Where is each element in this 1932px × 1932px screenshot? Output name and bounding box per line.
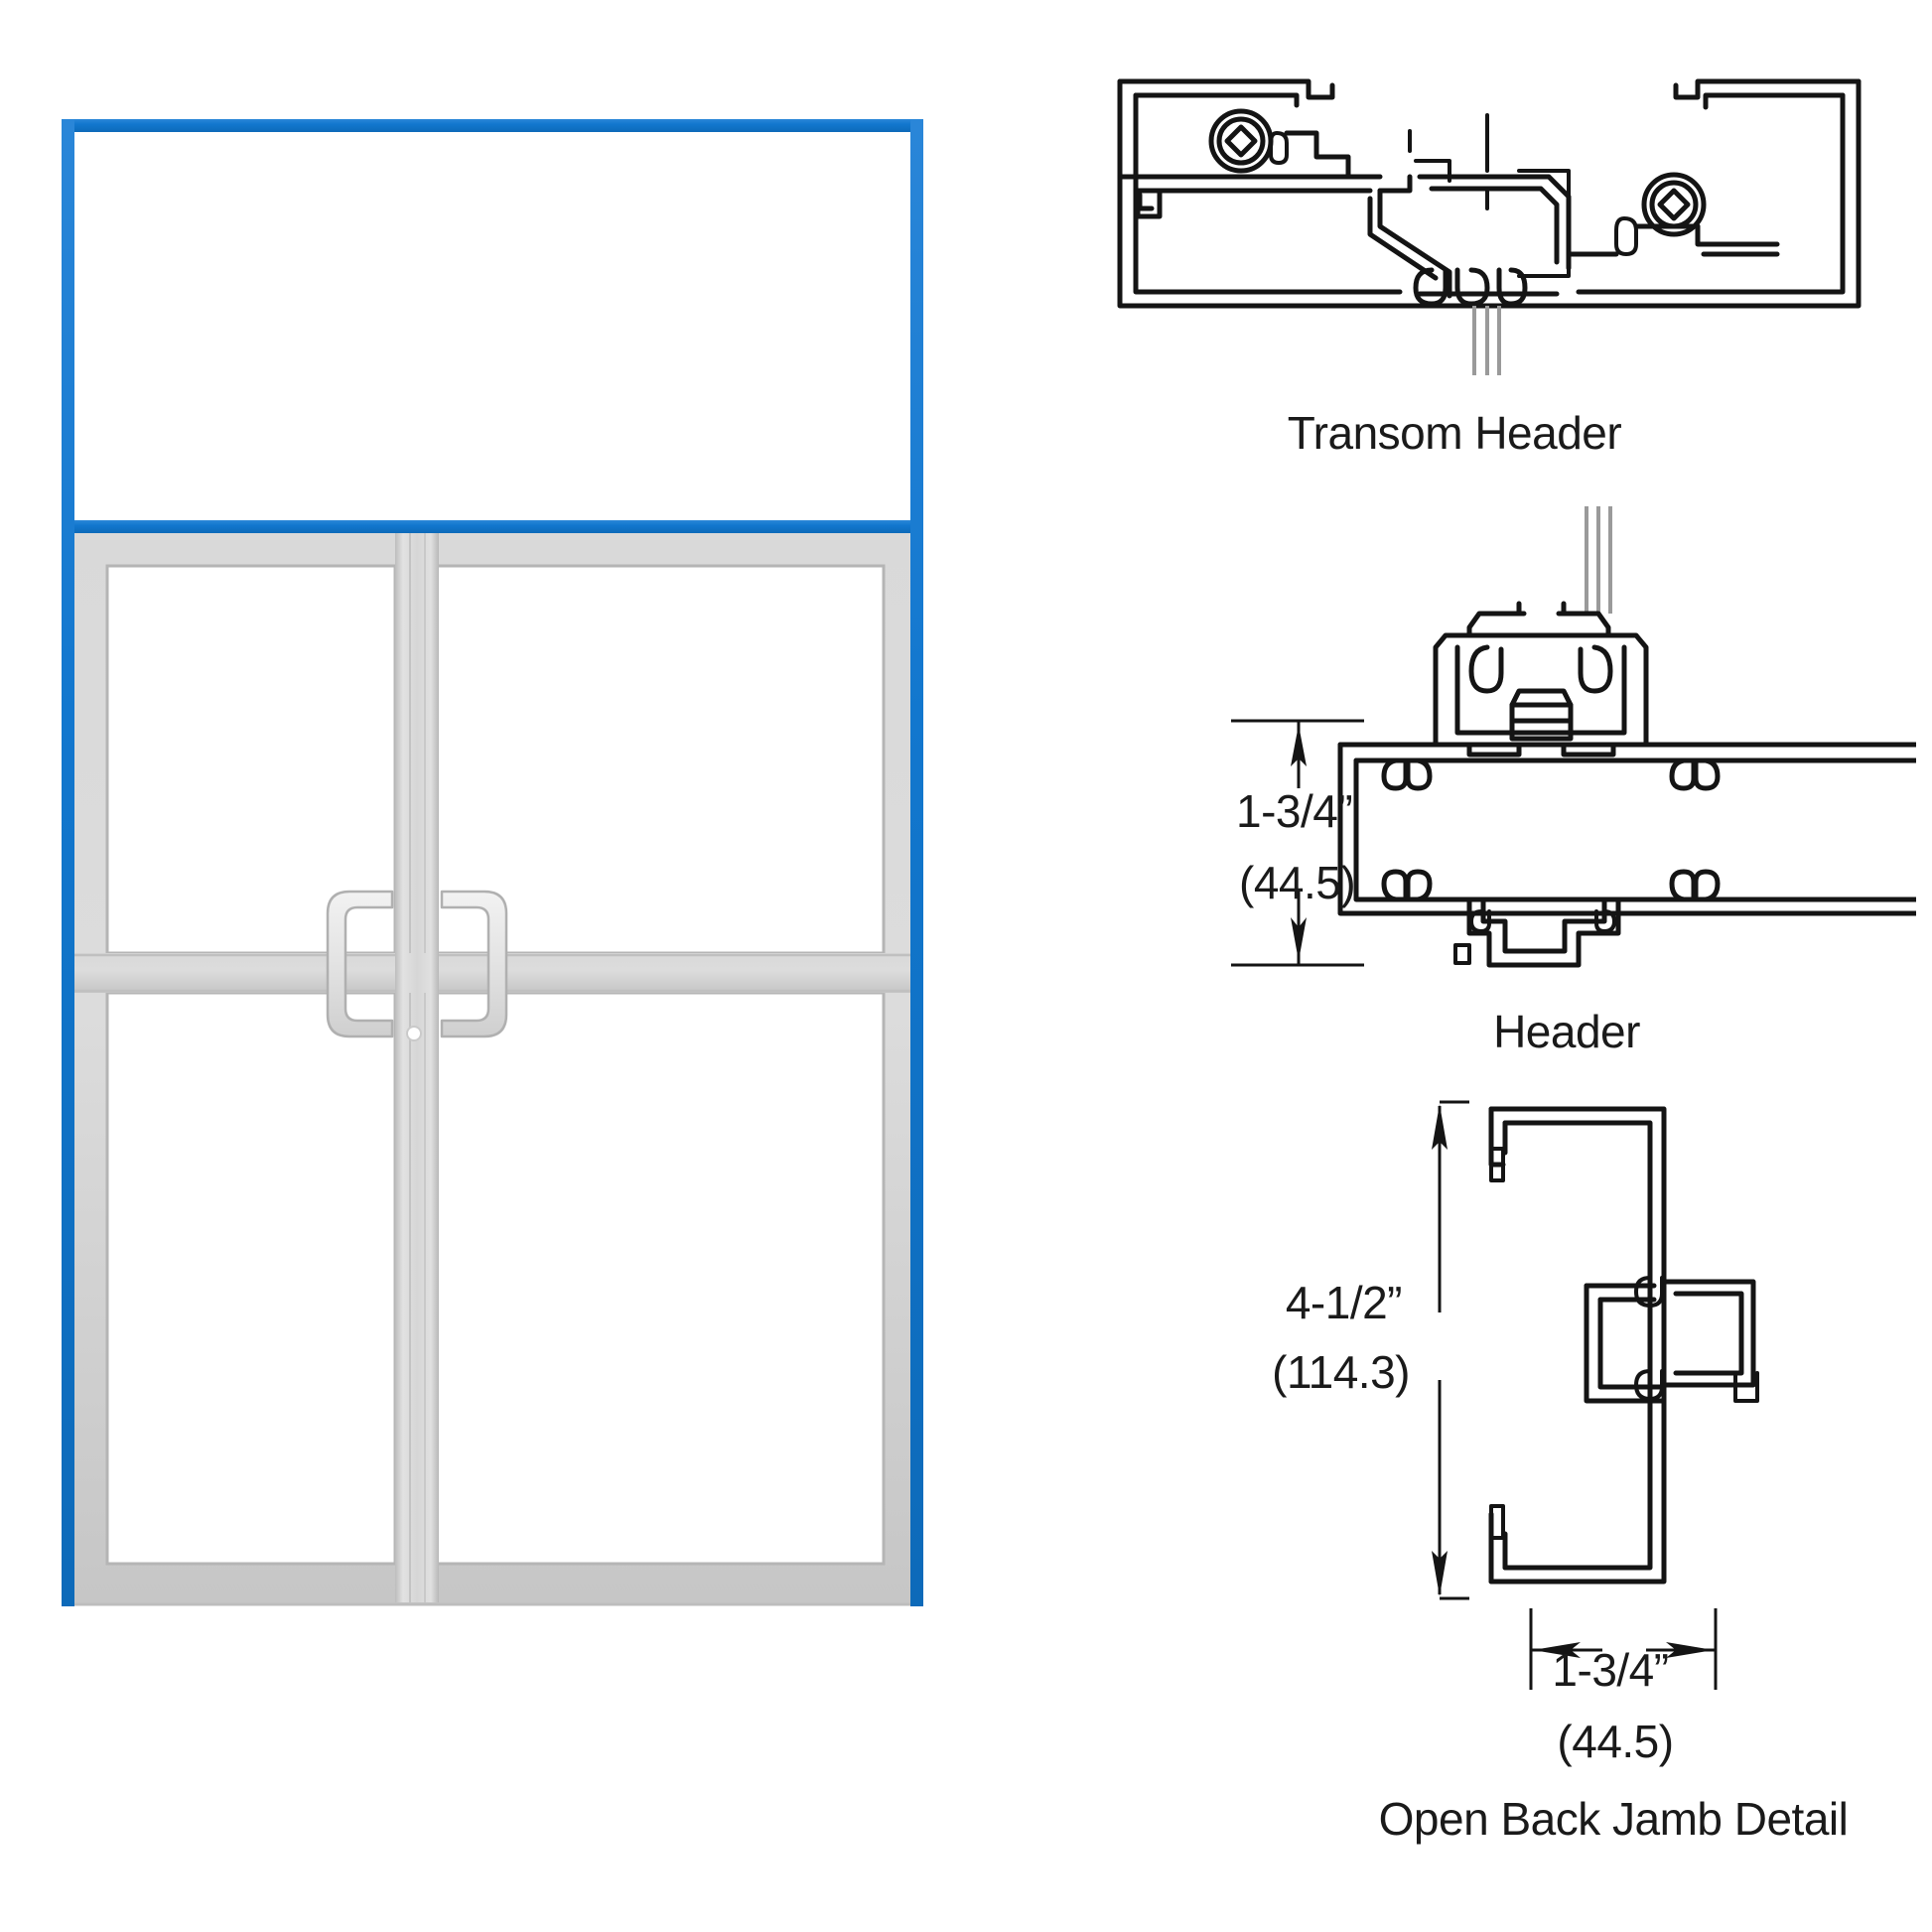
dimension-label-header-imperial: 1-3/4” [1236,785,1353,837]
door-leaf-left [105,564,397,1566]
detail-caption-transom-header: Transom Header [1287,407,1622,459]
meeting-stile [395,528,439,1602]
header-glass-stem [1585,506,1612,614]
door-pair-group [64,524,923,1606]
door-handle-right[interactable] [440,890,508,1038]
dimension-jamb-width [1529,1608,1718,1690]
dimension-header-thickness-lower [1231,892,1364,967]
lock-cylinder-icon [406,1026,422,1041]
door-elevation [62,119,923,1606]
detail-transom-header [1117,78,1862,375]
glass-lite-right-lower [435,991,886,1566]
dimension-header-thickness [1231,719,1364,788]
dimension-label-jamb-depth-imperial: 4-1/2” [1285,1277,1403,1328]
glass-lite-left-upper [105,564,397,955]
transom-frame-top [62,119,923,132]
frame-jamb-left [62,119,74,1606]
frame-jamb-right [910,119,923,1606]
detail-header [1337,601,1916,968]
dimension-label-jamb-depth-metric: (114.3) [1272,1346,1410,1398]
door-leaf-right [435,564,886,1566]
dimension-label-header-metric: (44.5) [1239,857,1356,908]
dimension-label-jamb-width-imperial: 1-3/4” [1552,1644,1669,1696]
detail-caption-open-back-jamb: Open Back Jamb Detail [1378,1793,1849,1845]
dimension-label-jamb-width-metric: (44.5) [1557,1716,1674,1767]
glass-lite-left-lower [105,991,397,1566]
transom-panel [62,119,923,1606]
glass-lite-right-upper [435,564,886,955]
detail-open-back-jamb [1488,1106,1759,1585]
detail-caption-header: Header [1493,1006,1640,1057]
door-handle-left[interactable] [326,890,394,1038]
dimension-jamb-depth [1432,1100,1469,1600]
transom-frame-bottom [62,520,923,533]
